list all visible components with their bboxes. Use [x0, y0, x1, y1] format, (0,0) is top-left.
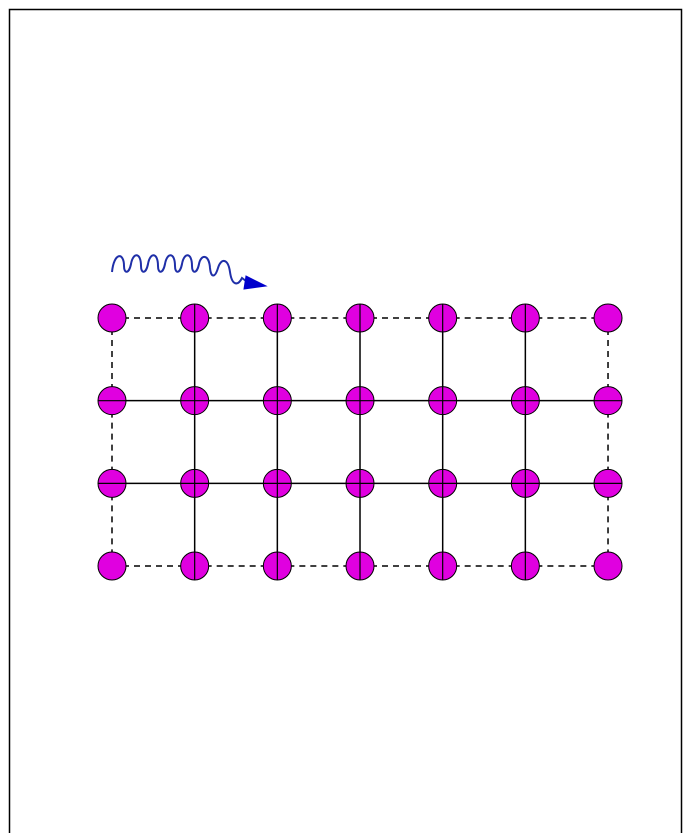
lattice-node [593, 468, 623, 498]
lattice-node [345, 386, 375, 416]
lattice-node [510, 303, 540, 333]
lattice-node [180, 386, 210, 416]
lattice-node [593, 551, 623, 581]
lattice-node [262, 468, 292, 498]
photon-arrowhead-icon [243, 275, 268, 290]
lattice-node [345, 468, 375, 498]
lattice-node [593, 386, 623, 416]
photon-wave-icon [111, 254, 268, 290]
node-circle [97, 551, 127, 581]
lattice-node [428, 468, 458, 498]
lattice-node [345, 303, 375, 333]
lattice-node [97, 303, 127, 333]
lattice-node [97, 551, 127, 581]
photon-wave-line [111, 254, 251, 285]
lattice-node [262, 303, 292, 333]
frame-border-line [8, 8, 683, 833]
lattice-node [510, 386, 540, 416]
lattice-node [593, 303, 623, 333]
lattice-node [262, 386, 292, 416]
frame-border [8, 8, 683, 833]
lattice-nodes [97, 303, 623, 581]
lattice-node [180, 468, 210, 498]
lattice-node [97, 468, 127, 498]
node-circle [593, 303, 623, 333]
node-circle [593, 551, 623, 581]
lattice-node [180, 303, 210, 333]
lattice-node [510, 551, 540, 581]
lattice-node [510, 468, 540, 498]
lattice-node [428, 551, 458, 581]
lattice-edges [111, 317, 609, 567]
lattice-node [428, 386, 458, 416]
lattice-node [180, 551, 210, 581]
node-circle [97, 303, 127, 333]
lattice-node [97, 386, 127, 416]
lattice-node [345, 551, 375, 581]
lattice-node [262, 551, 292, 581]
lattice-node [428, 303, 458, 333]
